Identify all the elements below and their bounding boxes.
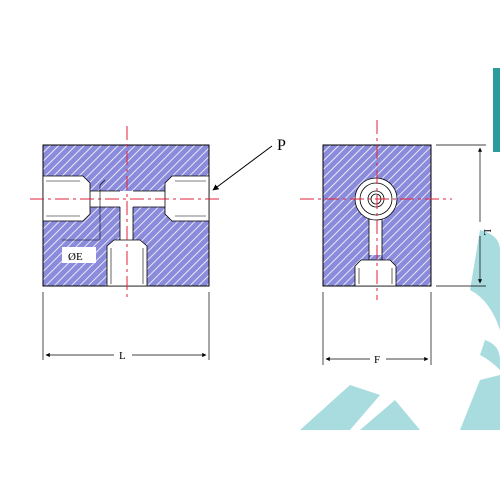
side-width-dim <box>322 292 432 365</box>
side-length-dim <box>436 144 486 287</box>
teal-bar <box>493 68 500 152</box>
side-length-label: L <box>481 229 493 236</box>
front-centerlines <box>30 126 222 300</box>
pointer-leader <box>212 145 273 191</box>
pointer-label: P <box>277 137 286 154</box>
front-length-dim <box>42 292 210 360</box>
front-length-label: L <box>119 350 126 362</box>
watermark-logo <box>300 68 500 430</box>
side-centerlines <box>300 120 452 300</box>
bore-diameter-label: ØE <box>68 251 83 263</box>
front-view: ØE L P <box>30 126 286 362</box>
bore-diameter-dim <box>62 179 106 241</box>
side-view: L F <box>300 120 493 366</box>
side-width-label: F <box>374 354 380 366</box>
